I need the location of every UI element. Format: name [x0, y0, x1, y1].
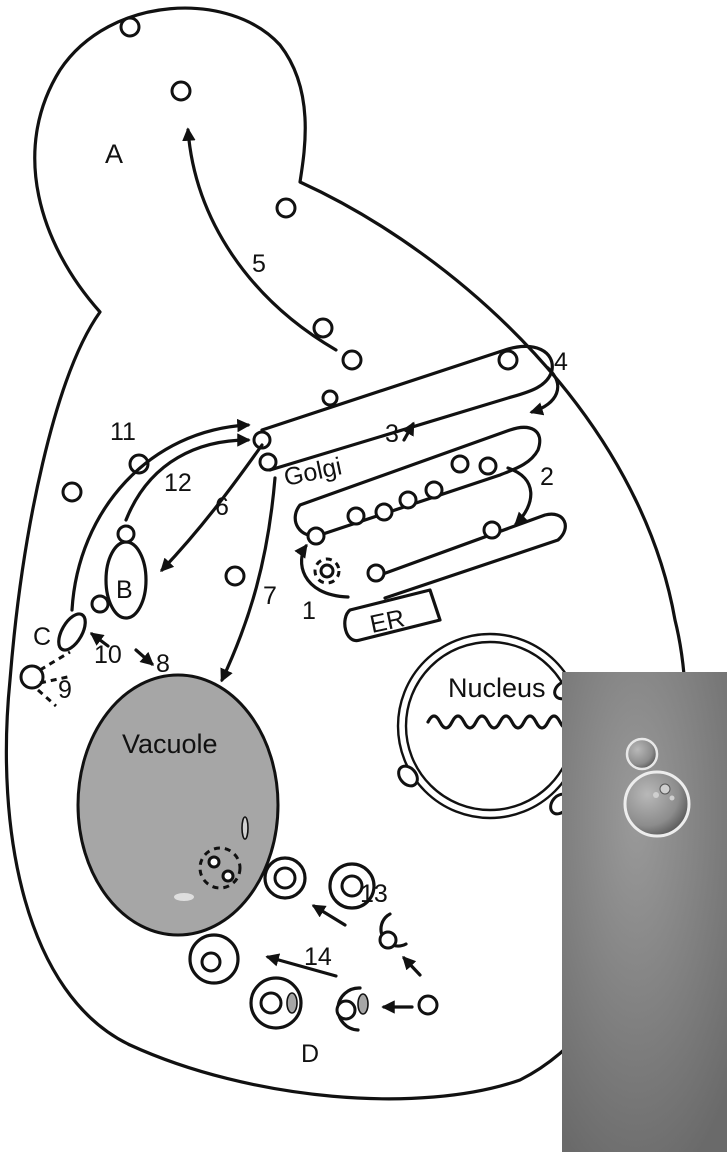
- step-12: 12: [164, 469, 192, 497]
- step-2: 2: [540, 463, 554, 491]
- label-endosome-b: B: [116, 576, 133, 604]
- label-nucleus: Nucleus: [448, 673, 546, 703]
- step-7: 7: [263, 582, 277, 610]
- step-9: 9: [58, 676, 72, 704]
- label-bud: A: [105, 139, 123, 169]
- label-endosome-c: C: [33, 623, 51, 651]
- vacuole: [78, 675, 278, 935]
- step-4: 4: [554, 348, 568, 376]
- step-10: 10: [94, 641, 122, 669]
- step-6: 6: [215, 493, 229, 521]
- step-1: 1: [302, 597, 316, 625]
- step-11: 11: [110, 418, 136, 446]
- step-14: 14: [304, 943, 332, 971]
- label-golgi: Golgi: [281, 452, 344, 492]
- label-autophagosome-d: D: [301, 1040, 319, 1068]
- step-5: 5: [252, 250, 266, 278]
- label-vacuole: Vacuole: [122, 729, 218, 759]
- step-8: 8: [156, 650, 170, 678]
- step-13: 13: [360, 880, 388, 908]
- yeast-micrograph: [562, 672, 727, 1152]
- label-er: ER: [367, 604, 407, 639]
- step-3: 3: [385, 420, 399, 448]
